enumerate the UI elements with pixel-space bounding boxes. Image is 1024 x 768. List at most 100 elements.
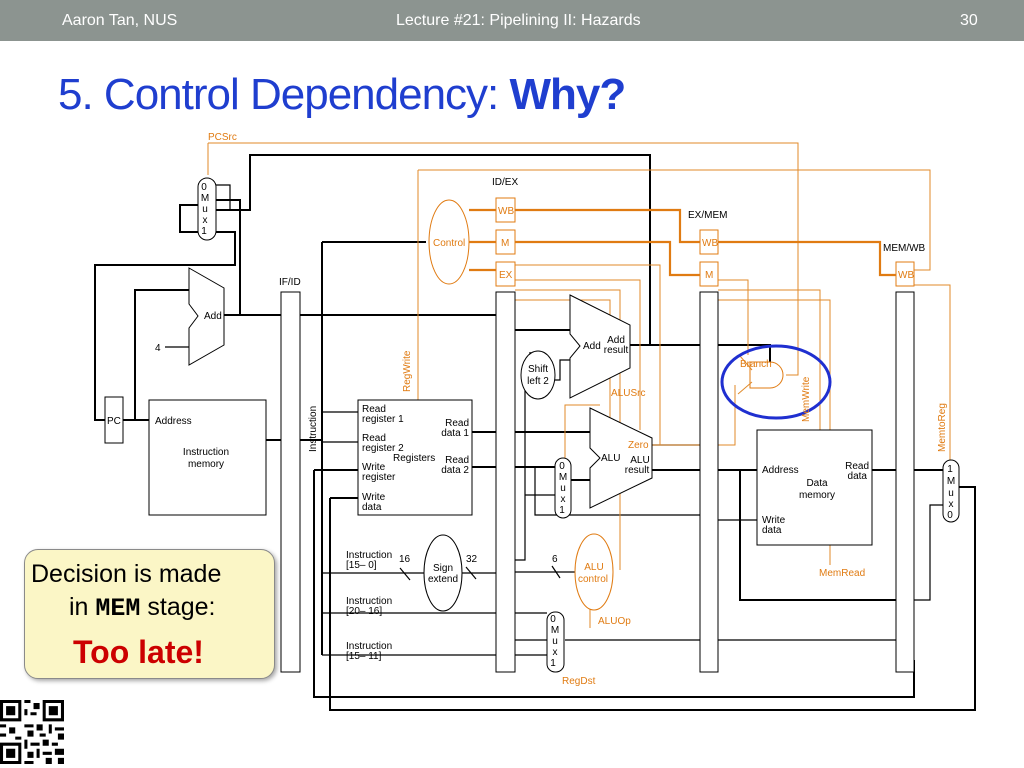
if-id-label: IF/ID bbox=[279, 277, 301, 288]
sign-extend-label: Sign bbox=[433, 563, 453, 574]
bit-width-32: 32 bbox=[466, 554, 478, 565]
reg-port-label: register 1 bbox=[362, 414, 404, 425]
alusrc-label: ALUSrc bbox=[611, 388, 645, 399]
ex-mem-wb-box bbox=[699, 229, 719, 255]
reg-port-label: Read bbox=[445, 455, 469, 466]
id-ex-register bbox=[495, 291, 516, 673]
dmem-name-label: memory bbox=[799, 490, 835, 501]
instruction-field-label: Instruction bbox=[346, 550, 392, 561]
id-ex-m-box bbox=[495, 229, 516, 255]
id-ex-label: ID/EX bbox=[492, 177, 518, 188]
lecture-title: Lecture #21: Pipelining II: Hazards bbox=[396, 12, 641, 29]
branch-and-gate bbox=[749, 361, 784, 389]
reg-port-label: Read bbox=[362, 404, 386, 415]
qr-code-icon bbox=[0, 700, 64, 764]
reg-port-label: Write bbox=[362, 492, 386, 503]
wb-pipe-wire bbox=[515, 208, 700, 244]
if-id-register bbox=[280, 291, 301, 673]
instruction-field-label: [15– 0] bbox=[346, 560, 377, 571]
wb-pipe-wire-2 bbox=[718, 240, 896, 277]
wb-label: WB bbox=[702, 238, 718, 249]
branch-label: Branch bbox=[740, 359, 772, 370]
registers-label: Registers bbox=[393, 453, 435, 464]
slide-title: 5. Control Dependency: Why? bbox=[58, 70, 627, 120]
program-counter bbox=[104, 396, 124, 444]
mux-label: 1 bbox=[201, 226, 207, 237]
memtoreg-label: MemtoReg bbox=[937, 403, 948, 452]
sign-extend-label: extend bbox=[428, 574, 458, 585]
dmem-read-label: data bbox=[848, 471, 868, 482]
callout-text: in bbox=[69, 593, 96, 621]
shift-label: left 2 bbox=[527, 376, 549, 387]
author-label: Aaron Tan, NUS bbox=[62, 12, 178, 29]
branch-adder bbox=[569, 294, 631, 399]
pc-adder-label: Add bbox=[204, 311, 222, 322]
memtoreg-mux bbox=[942, 459, 960, 523]
instruction-field-label: [15– 11] bbox=[346, 651, 382, 662]
wire bbox=[134, 289, 189, 420]
regwrite-label: RegWrite bbox=[402, 350, 413, 392]
branch-adder-label: Add bbox=[583, 341, 601, 352]
instruction-field-label: Instruction bbox=[346, 596, 392, 607]
wire bbox=[739, 470, 896, 601]
pc-input-wire bbox=[94, 231, 236, 421]
alu-result-label: ALU bbox=[630, 455, 649, 466]
m-label: M bbox=[501, 238, 509, 249]
pc-label: PC bbox=[107, 416, 121, 427]
write-register-feedback bbox=[313, 470, 915, 698]
ex-label: EX bbox=[499, 270, 513, 281]
mux-label: M bbox=[201, 193, 209, 204]
reg-port-label: data 2 bbox=[441, 465, 469, 476]
reg-port-label: data bbox=[362, 502, 382, 513]
id-ex-ex-box bbox=[495, 261, 516, 287]
add-result-label: Add bbox=[607, 335, 625, 346]
imem-name-label: Instruction bbox=[183, 447, 229, 458]
zero-label: Zero bbox=[628, 440, 649, 451]
slide-header: Aaron Tan, NUS Lecture #21: Pipelining I… bbox=[0, 0, 1024, 41]
mux-label: u bbox=[552, 636, 558, 647]
mux-label: 1 bbox=[559, 505, 565, 516]
title-emphasis: Why? bbox=[509, 70, 627, 119]
dmem-read-label: Read bbox=[845, 461, 869, 472]
instruction-vertical-label: Instruction bbox=[308, 406, 319, 452]
mux-label: u bbox=[948, 488, 954, 499]
aluop-label: ALUOp bbox=[598, 616, 631, 627]
mux-label: 0 bbox=[550, 614, 556, 625]
write-data-feedback bbox=[329, 486, 976, 711]
wire bbox=[216, 199, 241, 315]
mux-label: 0 bbox=[201, 182, 207, 193]
mux-label: x bbox=[553, 647, 558, 658]
instruction-field-label: [20– 16] bbox=[346, 606, 382, 617]
callout-line-1: Decision is made bbox=[31, 560, 222, 588]
mux-label: M bbox=[947, 476, 955, 487]
callout-too-late: Too late! bbox=[73, 634, 204, 670]
dmem-name-label: Data bbox=[806, 478, 828, 489]
shift-label: Shift bbox=[528, 364, 548, 375]
pc-adder bbox=[188, 267, 225, 366]
reg-port-label: Read bbox=[445, 418, 469, 429]
ex-mem-label: EX/MEM bbox=[688, 210, 727, 221]
instruction-memory bbox=[148, 399, 267, 516]
control-unit bbox=[428, 199, 470, 285]
sign-extend bbox=[423, 534, 463, 612]
ex-mem-register bbox=[699, 291, 719, 673]
control-label: Control bbox=[433, 238, 465, 249]
alu-result-label: result bbox=[625, 465, 650, 476]
pcsrc-label: PCSrc bbox=[208, 132, 237, 143]
mux-label: x bbox=[949, 499, 954, 510]
imem-address-label: Address bbox=[155, 416, 192, 427]
reg-port-label: Write bbox=[362, 462, 386, 473]
alu-source-mux bbox=[554, 457, 572, 519]
add-result-label: result bbox=[604, 345, 629, 356]
m-pipe-wire bbox=[515, 240, 700, 277]
ex-mem-m-box bbox=[699, 261, 719, 287]
wb-label: WB bbox=[898, 270, 914, 281]
mem-wb-label: MEM/WB bbox=[883, 243, 926, 254]
regdst-mux bbox=[546, 611, 565, 673]
shift-left-2 bbox=[520, 350, 556, 400]
mux-label: 0 bbox=[559, 461, 565, 472]
alu-control-label: control bbox=[578, 574, 608, 585]
mux-label: u bbox=[560, 483, 566, 494]
mux-label: 0 bbox=[947, 510, 953, 521]
reg-port-label: register 2 bbox=[362, 443, 404, 454]
